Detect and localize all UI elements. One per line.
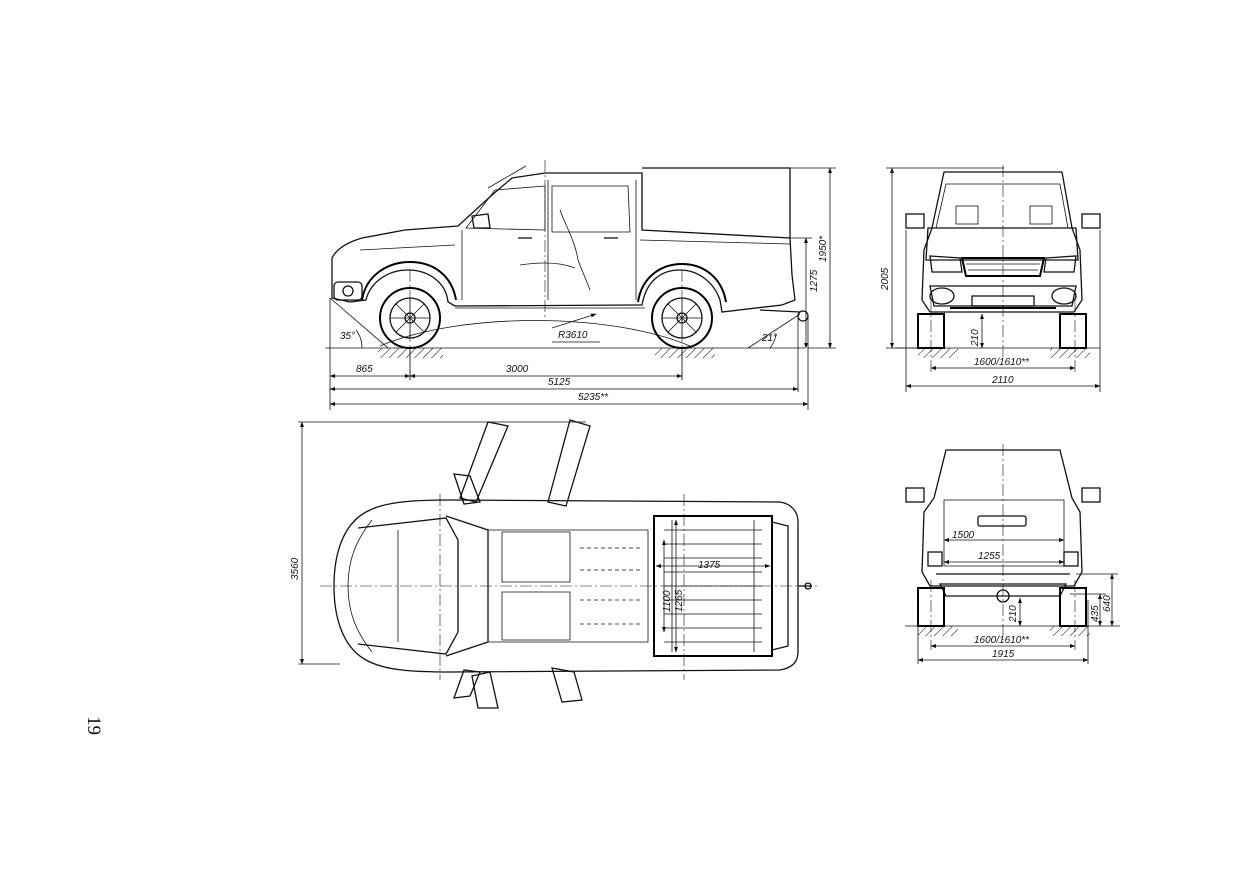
dim-rear-width: 1915 <box>992 649 1015 660</box>
pickup-top-outline <box>333 419 812 709</box>
dim-front-width: 2110 <box>991 375 1014 386</box>
dim-bed-length: 1375 <box>698 560 721 571</box>
side-view: R3610 35° 21° 865 3000 5125 5235** 1950*… <box>325 160 836 410</box>
dim-radius: R3610 <box>558 330 588 341</box>
dim-bed-width-2: 1265 <box>674 589 685 612</box>
top-view: 3560 1375 1100 1265 <box>290 419 818 709</box>
rear-ground-hatch <box>655 348 715 358</box>
dim-bed-width-1: 1100 <box>662 590 673 612</box>
dim-length-body: 5125 <box>548 377 571 388</box>
rear-view: 1500 1255 210 435 640 1600/1610** 1915 <box>905 444 1120 664</box>
dim-rear-bed-top: 1500 <box>952 530 975 541</box>
dim-height-cab: 1275 <box>809 269 820 292</box>
dim-top-width: 3560 <box>290 557 301 580</box>
dim-height-canopy: 1950* <box>818 235 829 262</box>
dim-length-total: 5235** <box>578 392 609 403</box>
dim-wheelbase: 3000 <box>506 364 529 375</box>
dim-approach-angle: 35° <box>340 331 355 342</box>
front-view: 2005 210 1600/1610** 2110 <box>880 165 1101 392</box>
dim-rear-bed-bottom: 1255 <box>978 551 1001 562</box>
dim-front-track: 1600/1610** <box>974 357 1030 368</box>
dim-rear-height-high: 640 <box>1102 595 1113 612</box>
dim-rear-track: 1600/1610** <box>974 635 1030 646</box>
dim-departure-angle: 21° <box>761 333 777 344</box>
dim-rear-clearance: 210 <box>1008 605 1019 623</box>
dim-front-overhang: 865 <box>356 364 373 375</box>
dim-rear-height-low: 435 <box>1090 605 1101 622</box>
page-number: 19 <box>83 716 104 735</box>
pickup-side-outline <box>331 165 809 322</box>
front-ground-hatch <box>378 348 443 358</box>
dim-front-height: 2005 <box>880 267 891 291</box>
dim-front-clearance: 210 <box>970 329 981 347</box>
